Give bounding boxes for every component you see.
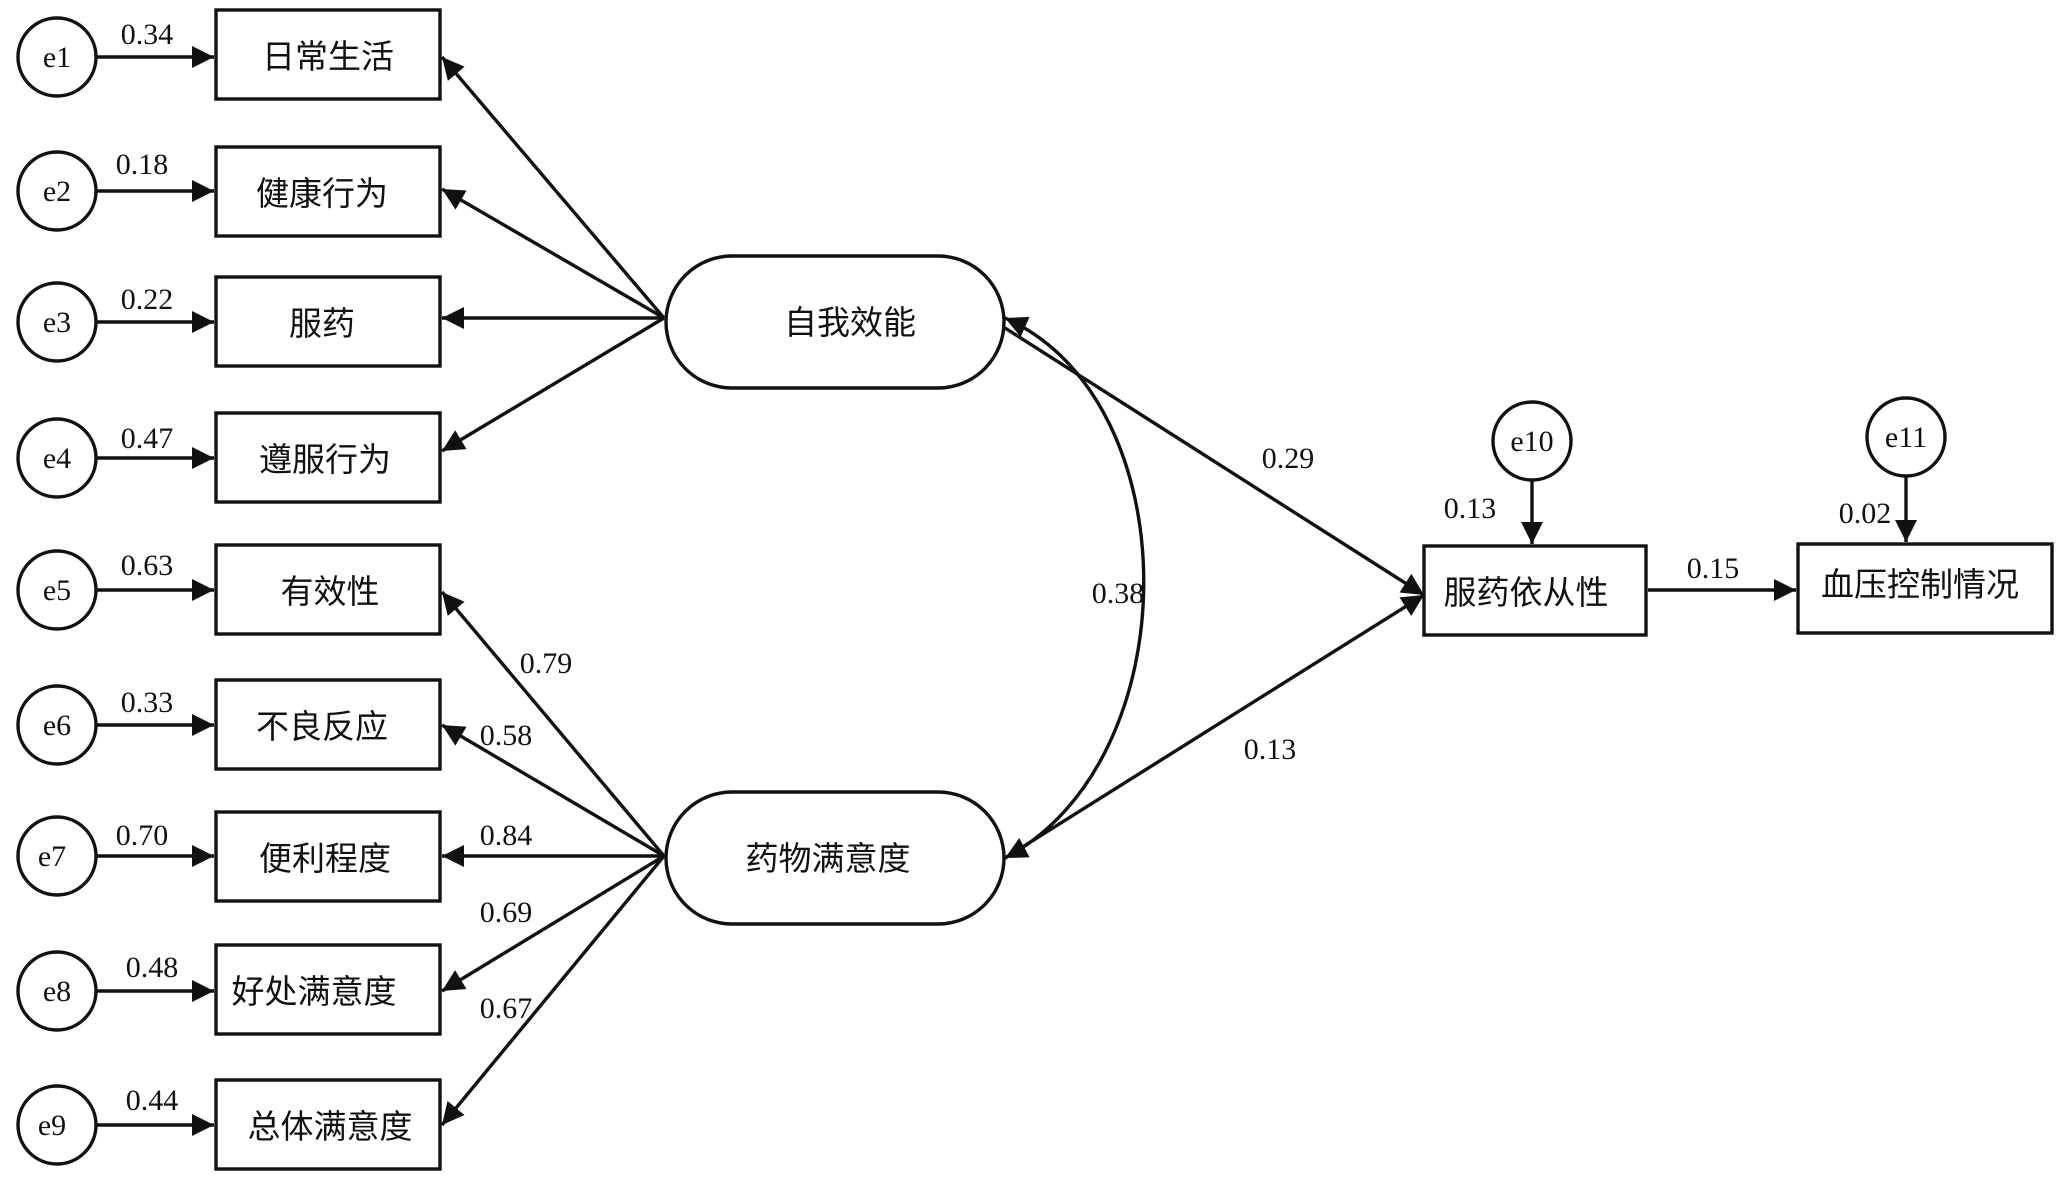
indicator-box: [214, 411, 442, 504]
error-node: [16, 684, 98, 766]
error-weight: 0.47: [121, 422, 174, 455]
adherence-label: 服药依从性: [1444, 573, 1609, 612]
indicator-row: e1 0.34 日常生活: [16, 8, 442, 101]
error-node: [16, 417, 98, 499]
error-node: [16, 549, 98, 631]
indicator-label: 不良反应: [256, 707, 388, 746]
loading-arrow: [440, 55, 666, 320]
loading-arrow: [440, 854, 666, 1127]
error-node: [16, 950, 98, 1032]
indicator-row: e7 0.70 便利程度: [16, 810, 442, 903]
indicator-box: [214, 1078, 442, 1171]
satisfaction-loadings: 0.79 0.58 0.84 0.69 0.67: [440, 590, 666, 1127]
indicator-label: 健康行为: [256, 174, 388, 213]
adherence-box: [1422, 544, 1648, 637]
indicator-label: 服药: [289, 304, 355, 343]
error-label: e4: [43, 442, 71, 475]
error-weight: 0.33: [121, 686, 174, 719]
error-label: e6: [43, 709, 71, 742]
error-label: e8: [43, 975, 71, 1008]
error-node: [16, 16, 98, 98]
error-label: e7: [38, 840, 66, 873]
error-label: e2: [43, 175, 71, 208]
error-weight: 0.44: [126, 1084, 179, 1117]
indicator-row: e4 0.47 遵服行为: [16, 411, 442, 504]
indicator-label: 日常生活: [262, 37, 394, 76]
indicator-box: [214, 543, 442, 636]
indicator-label: 遵服行为: [259, 440, 391, 479]
error-label: e3: [43, 306, 71, 339]
indicator-row: e9 0.44 总体满意度: [16, 1078, 442, 1171]
indicator-row: e5 0.63 有效性: [16, 543, 442, 636]
loading-value: 0.69: [480, 896, 533, 929]
path-value: 0.29: [1262, 442, 1315, 475]
indicator-label: 便利程度: [259, 839, 391, 878]
latent-self-efficacy: [664, 254, 1006, 390]
path-value: 0.15: [1687, 552, 1740, 585]
error-label: e1: [43, 41, 71, 74]
loading-arrow: [441, 316, 665, 453]
indicator-box: [214, 810, 442, 903]
indicator-row: e8 0.48 好处满意度: [16, 943, 442, 1036]
error-node: [16, 281, 98, 363]
error-node: [1491, 400, 1573, 482]
error-node: [1865, 396, 1947, 478]
indicator-row: e2 0.18 健康行为: [16, 145, 442, 238]
bp-control-box: [1796, 542, 2054, 635]
loading-value: 0.67: [480, 992, 533, 1025]
path-value: 0.13: [1244, 733, 1297, 766]
indicator-label: 好处满意度: [232, 972, 397, 1011]
loading-arrow: [441, 854, 665, 993]
latent-drug-satisfaction-label: 药物满意度: [746, 839, 911, 878]
error-node: [16, 1084, 98, 1166]
error-label: e10: [1510, 425, 1553, 458]
indicator-box: [214, 678, 442, 771]
error-weight: 0.13: [1444, 492, 1497, 525]
error-weight: 0.18: [116, 148, 169, 181]
loading-value: 0.79: [520, 647, 573, 680]
bp-control-label: 血压控制情况: [1821, 565, 2019, 604]
loading-value: 0.58: [480, 719, 533, 752]
indicator-label: 总体满意度: [248, 1107, 413, 1146]
error-node: [16, 150, 98, 232]
error-weight: 0.22: [121, 283, 174, 316]
path-efficacy-adherence: [1004, 326, 1425, 597]
loading-arrow: [441, 723, 665, 858]
adherence-node: e10 0.13 服药依从性: [1422, 400, 1648, 637]
loading-value: 0.84: [480, 819, 533, 852]
indicator-row: e6 0.33 不良反应: [16, 678, 442, 771]
indicator-box: [214, 275, 442, 368]
error-weight: 0.02: [1839, 497, 1892, 530]
covariance-curve: [1004, 316, 1146, 860]
path-satisfaction-adherence: [1004, 593, 1425, 860]
indicator-label: 有效性: [281, 572, 380, 611]
error-weight: 0.34: [121, 18, 174, 51]
bp-control-node: e11 0.02 血压控制情况: [1796, 396, 2054, 635]
error-weight: 0.70: [116, 819, 169, 852]
indicator-box: [214, 8, 442, 101]
error-label: e5: [43, 574, 71, 607]
indicator-box: [214, 145, 442, 238]
latent-self-efficacy-label: 自我效能: [784, 303, 916, 342]
error-weight: 0.63: [121, 549, 174, 582]
loading-arrow: [440, 590, 666, 858]
error-label: e11: [1885, 421, 1927, 454]
error-weight: 0.48: [126, 951, 179, 984]
latent-drug-satisfaction: [664, 790, 1006, 926]
indicator-box: [214, 943, 442, 1036]
error-node: [16, 815, 98, 897]
self-efficacy-loadings: [440, 55, 666, 453]
covariance-value: 0.38: [1092, 577, 1145, 610]
indicator-row: e3 0.22 服药: [16, 275, 442, 368]
loading-arrow: [441, 187, 665, 320]
error-label: e9: [38, 1109, 66, 1142]
